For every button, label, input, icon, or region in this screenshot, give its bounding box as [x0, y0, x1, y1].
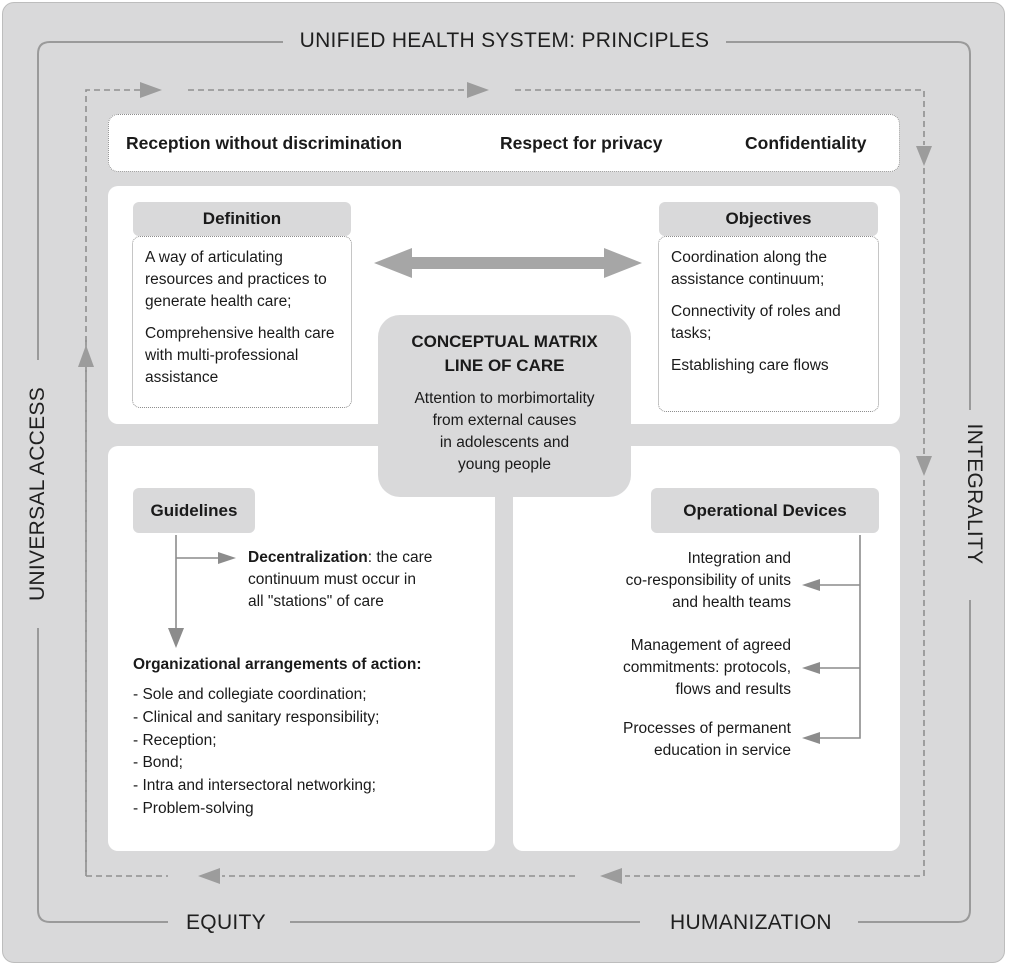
objective-item: Connectivity of roles and tasks; — [671, 303, 841, 342]
objective-item: Coordination along the assistance contin… — [671, 249, 827, 288]
arrangement-item: - Intra and intersectoral networking; — [133, 777, 376, 795]
operational-line: and health teams — [672, 594, 791, 611]
principle-equity: EQUITY — [186, 911, 266, 934]
operational-line: Integration and — [687, 550, 791, 567]
arrangement-item: - Sole and collegiate coordination; — [133, 686, 367, 703]
objectives-box: Coordination along the assistance contin… — [658, 236, 879, 412]
matrix-title-line: LINE OF CARE — [444, 356, 565, 375]
principle-universal-access: UNIVERSAL ACCESS — [26, 386, 49, 602]
values-band — [108, 114, 900, 172]
operational-line: Management of agreed — [630, 637, 791, 654]
matrix-subtitle-line: Attention to morbimortality — [414, 390, 595, 407]
arrangement-item: - Reception; — [133, 731, 217, 749]
arrangements-title: Organizational arrangements of action: — [133, 656, 422, 673]
arrangement-item: - Bond; — [133, 754, 183, 772]
cycle-arrowheads — [78, 82, 932, 884]
definition-box: A way of articulating resources and prac… — [132, 236, 352, 408]
conceptual-matrix: CONCEPTUAL MATRIX LINE OF CARE Attention… — [378, 315, 631, 497]
value-privacy: Respect for privacy — [500, 133, 663, 153]
page-title: UNIFIED HEALTH SYSTEM: PRINCIPLES — [299, 29, 710, 52]
operational-item: Integration and co-responsibility of uni… — [560, 548, 791, 614]
objectives-header: Objectives — [659, 202, 878, 236]
guidelines-connectors — [175, 535, 220, 632]
arrangements-list: - Sole and collegiate coordination; - Cl… — [133, 684, 379, 821]
decentralization-text: Decentralization: the care continuum mus… — [248, 547, 432, 613]
value-reception: Reception without discrimination — [126, 133, 403, 153]
outer-principle-line — [37, 41, 971, 923]
operational-connectors — [818, 535, 861, 739]
arrangement-item: - Clinical and sanitary responsibility; — [133, 708, 380, 726]
arrangement-item: - Problem-solving — [133, 799, 254, 817]
matrix-subtitle-line: in adolescents and — [439, 434, 570, 451]
definition-item: A way of articulating resources and prac… — [145, 249, 327, 310]
operational-line: co-responsibility of units — [625, 572, 791, 589]
principle-humanization: HUMANIZATION — [670, 911, 832, 934]
matrix-title-line: CONCEPTUAL MATRIX — [411, 332, 598, 351]
dashed-cycle-line — [85, 89, 925, 877]
definition-objectives-arrow — [374, 248, 642, 278]
matrix-subtitle-line: young people — [457, 456, 552, 473]
definition-item: Comprehensive health care with multi-pro… — [145, 325, 335, 386]
operational-line: education in service — [654, 742, 791, 759]
guidelines-header: Guidelines — [133, 488, 255, 533]
operational-line: flows and results — [675, 681, 791, 698]
decentralization-line: all "stations" of care — [248, 593, 384, 610]
principle-integrality: INTEGRALITY — [963, 423, 986, 565]
decentralization-line: continuum must occur in — [248, 571, 416, 588]
value-confidentiality: Confidentiality — [745, 133, 867, 153]
operational-item: Management of agreed commitments: protoc… — [560, 635, 791, 701]
decentralization-term: Decentralization — [248, 549, 368, 566]
decentralization-desc: : the care — [367, 549, 433, 566]
operational-line: Processes of permanent — [622, 720, 791, 737]
operational-header: Operational Devices — [651, 488, 879, 533]
matrix-subtitle-line: from external causes — [432, 412, 577, 429]
operational-item: Processes of permanent education in serv… — [560, 718, 791, 762]
operational-line: commitments: protocols, — [623, 659, 791, 676]
objective-item: Establishing care flows — [671, 357, 829, 374]
definition-header: Definition — [133, 202, 351, 236]
